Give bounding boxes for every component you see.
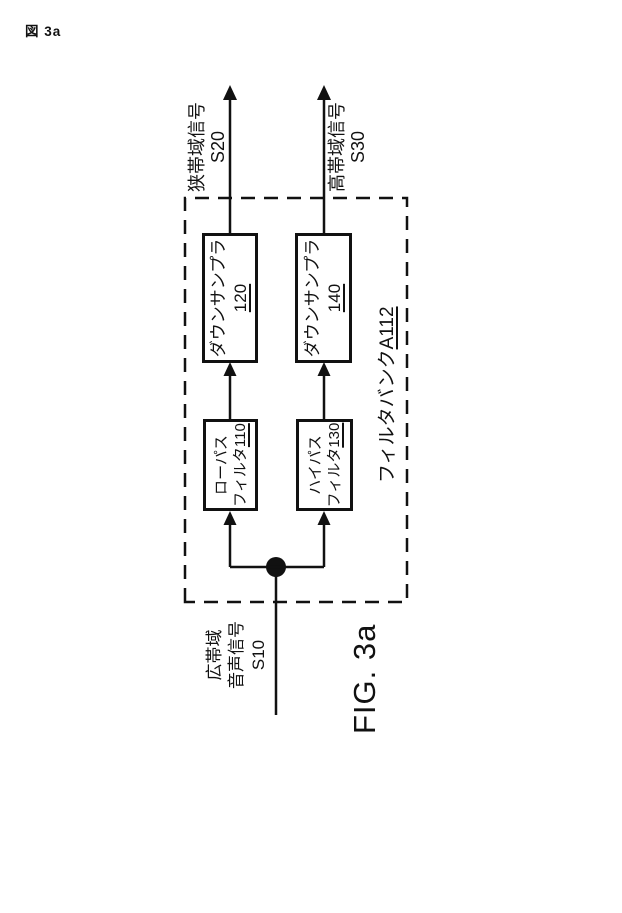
narrowband-output-label: 狭帯域信号 S20 <box>187 91 229 203</box>
highpass-filter-label-line2: フィルタ130 <box>325 422 343 508</box>
downsampler-120-ref: 120 <box>231 283 250 313</box>
arrowhead-to-lowpass <box>223 511 237 525</box>
downsampler-140-box: ダウンサンプラ 140 <box>295 233 352 363</box>
filter-bank-dashed-box <box>183 196 409 604</box>
downsampler-140-label: ダウンサンプラ <box>302 238 322 358</box>
corner-figure-tag: 図 3a <box>25 24 62 39</box>
figure-caption: FIG. 3a <box>347 623 382 734</box>
input-signal-line1: 広帯域 <box>205 629 224 681</box>
highpass-filter-box: ハイパス フィルタ130 <box>296 419 353 511</box>
downsampler-120-label: ダウンサンプラ <box>209 238 228 358</box>
arrowhead-to-highpass <box>317 511 331 525</box>
arrowhead-to-downsampler-120 <box>223 362 237 376</box>
downsampler-120-box: ダウンサンプラ 120 <box>202 233 258 363</box>
highband-output-ref: S30 <box>348 130 368 164</box>
highpass-filter-label-line1: ハイパス <box>306 435 324 495</box>
arrowhead-highband-output <box>317 85 331 100</box>
lowpass-filter-label-line1: ローパス <box>212 435 230 495</box>
highband-output-label: 高帯域信号 S30 <box>327 91 369 203</box>
narrowband-output-ref: S20 <box>208 130 228 164</box>
filter-bank-label: フィルタバンクA112 <box>377 306 398 483</box>
arrowhead-to-downsampler-140 <box>317 362 331 376</box>
input-signal-label: 広帯域 音声信号 S10 <box>204 611 270 699</box>
lowpass-filter-label-line2: フィルタ110 <box>231 423 249 507</box>
downsampler-140-ref: 140 <box>324 283 344 313</box>
lowpass-filter-ref: 110 <box>231 423 249 448</box>
highpass-filter-ref: 130 <box>325 422 343 448</box>
input-signal-line2: 音声信号 <box>227 621 246 689</box>
lowpass-filter-box: ローパス フィルタ110 <box>203 419 258 511</box>
filter-bank-ref: A112 <box>377 306 398 350</box>
highband-output-text: 高帯域信号 <box>327 102 347 192</box>
arrowhead-narrowband-output <box>223 85 237 100</box>
narrowband-output-text: 狭帯域信号 <box>187 102 207 192</box>
input-signal-ref: S10 <box>249 639 268 671</box>
